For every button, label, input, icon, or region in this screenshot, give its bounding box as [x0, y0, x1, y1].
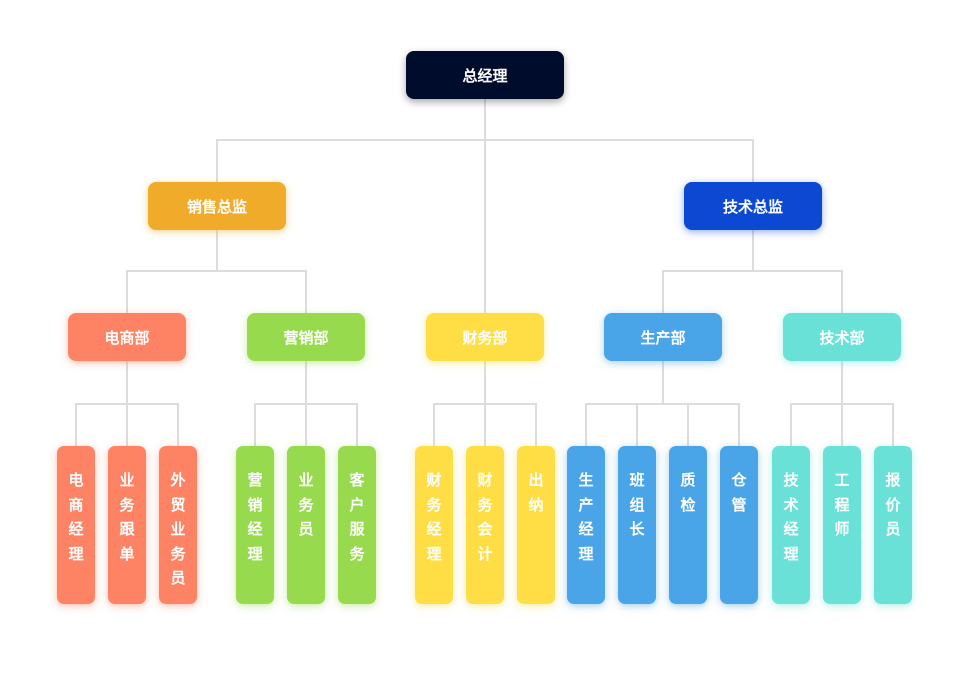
- role-node: 技术经理: [772, 446, 810, 604]
- role-label: 报价员: [885, 471, 901, 538]
- connector-line: [585, 403, 740, 405]
- connector-line: [752, 139, 754, 183]
- dept-production-node: 生产部: [604, 313, 722, 361]
- general-manager-node: 总经理: [406, 51, 564, 99]
- dept-technology-label: 技术部: [819, 328, 865, 347]
- connector-line: [687, 403, 689, 447]
- role-label: 出纳: [528, 471, 544, 514]
- tech-director-node: 技术总监: [684, 182, 822, 230]
- role-label: 技术经理: [783, 471, 799, 563]
- connector-line: [305, 360, 307, 404]
- role-label: 财务会计: [477, 471, 493, 563]
- connector-line: [535, 403, 537, 447]
- connector-line: [177, 403, 179, 447]
- connector-line: [790, 403, 792, 447]
- role-node: 出纳: [517, 446, 555, 604]
- connector-line: [126, 270, 128, 314]
- dept-marketing-node: 营销部: [247, 313, 365, 361]
- role-node: 电商经理: [57, 446, 95, 604]
- sales-director-node: 销售总监: [148, 182, 286, 230]
- role-label: 业务员: [298, 471, 314, 538]
- connector-line: [585, 403, 587, 447]
- connector-line: [126, 270, 307, 272]
- role-label: 质检: [680, 471, 696, 514]
- role-node: 质检: [669, 446, 707, 604]
- connector-line: [841, 270, 843, 314]
- connector-line: [126, 403, 128, 447]
- dept-ecommerce-label: 电商部: [104, 328, 150, 347]
- connector-line: [892, 403, 894, 447]
- role-node: 生产经理: [567, 446, 605, 604]
- sales-director-label: 销售总监: [186, 197, 247, 216]
- connector-line: [662, 270, 664, 314]
- role-label: 工程师: [834, 471, 850, 538]
- connector-line: [484, 403, 486, 447]
- connector-line: [841, 403, 843, 447]
- role-node: 客户服务: [338, 446, 376, 604]
- role-label: 班组长: [629, 471, 645, 538]
- general-manager-label: 总经理: [462, 66, 508, 85]
- connector-line: [433, 403, 435, 447]
- role-label: 财务经理: [426, 471, 442, 563]
- dept-finance-label: 财务部: [462, 328, 508, 347]
- role-node: 外贸业务员: [159, 446, 197, 604]
- connector-line: [484, 98, 486, 314]
- connector-line: [752, 229, 754, 271]
- role-node: 财务会计: [466, 446, 504, 604]
- connector-line: [216, 139, 754, 141]
- role-node: 业务跟单: [108, 446, 146, 604]
- role-label: 业务跟单: [119, 471, 135, 563]
- role-label: 客户服务: [349, 471, 365, 563]
- role-node: 财务经理: [415, 446, 453, 604]
- dept-production-label: 生产部: [640, 328, 686, 347]
- connector-line: [216, 229, 218, 271]
- role-node: 业务员: [287, 446, 325, 604]
- dept-technology-node: 技术部: [783, 313, 901, 361]
- connector-line: [356, 403, 358, 447]
- role-label: 外贸业务员: [170, 471, 186, 587]
- connector-line: [484, 360, 486, 404]
- tech-director-label: 技术总监: [722, 197, 783, 216]
- role-node: 报价员: [874, 446, 912, 604]
- role-node: 营销经理: [236, 446, 274, 604]
- dept-ecommerce-node: 电商部: [68, 313, 186, 361]
- role-label: 生产经理: [578, 471, 594, 563]
- role-node: 工程师: [823, 446, 861, 604]
- role-label: 营销经理: [247, 471, 263, 563]
- role-node: 仓管: [720, 446, 758, 604]
- connector-line: [126, 360, 128, 404]
- role-label: 电商经理: [68, 471, 84, 563]
- connector-line: [75, 403, 77, 447]
- dept-finance-node: 财务部: [426, 313, 544, 361]
- dept-marketing-label: 营销部: [283, 328, 329, 347]
- connector-line: [305, 403, 307, 447]
- connector-line: [738, 403, 740, 447]
- connector-line: [636, 403, 638, 447]
- role-label: 仓管: [731, 471, 747, 514]
- connector-line: [254, 403, 256, 447]
- connector-line: [841, 360, 843, 404]
- connector-line: [216, 139, 218, 183]
- connector-line: [662, 270, 843, 272]
- role-node: 班组长: [618, 446, 656, 604]
- connector-line: [305, 270, 307, 314]
- connector-line: [662, 360, 664, 404]
